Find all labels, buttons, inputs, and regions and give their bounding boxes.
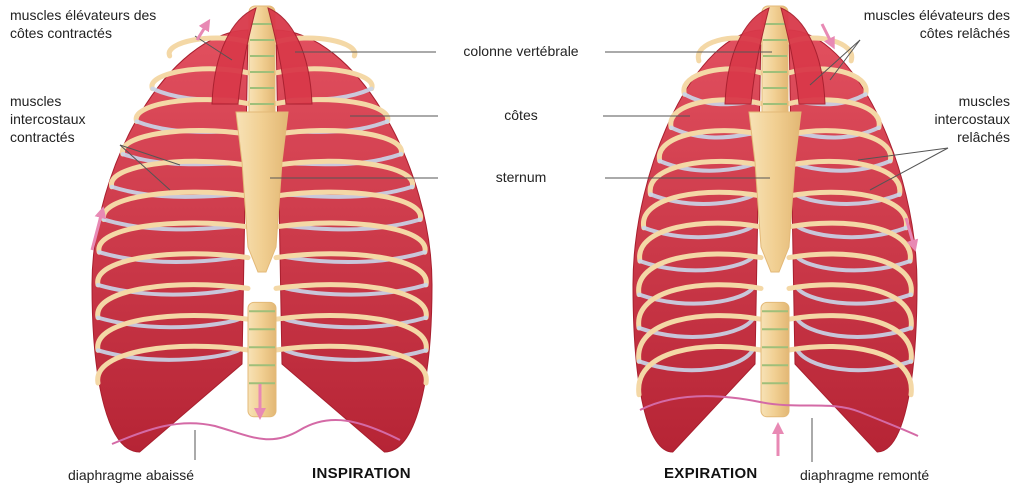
label-line: contractés xyxy=(10,128,85,146)
label-line: relâchés xyxy=(935,128,1010,146)
spine-lower xyxy=(761,302,789,416)
label-line: muscles xyxy=(10,92,85,110)
rib-cage-inspiration xyxy=(92,6,432,452)
rib-cage-expiration xyxy=(633,6,917,452)
label-line: intercostaux xyxy=(10,110,85,128)
caption-inspiration: INSPIRATION xyxy=(312,465,411,482)
label-line: muscles élévateurs des xyxy=(864,6,1010,24)
label-intercostal-relaxed: muscles intercostaux relâchés xyxy=(935,92,1010,146)
label-spine: colonne vertébrale xyxy=(438,42,604,60)
label-line: côtes relâchés xyxy=(864,24,1010,42)
spine-lower xyxy=(248,302,276,416)
label-diaphragm-raised: diaphragme remonté xyxy=(800,466,929,484)
caption-expiration: EXPIRATION xyxy=(664,465,758,482)
label-line: muscles élévateurs des xyxy=(10,6,156,24)
label-line: intercostaux xyxy=(935,110,1010,128)
label-diaphragm-lowered: diaphragme abaissé xyxy=(68,466,194,484)
label-line: muscles xyxy=(935,92,1010,110)
label-elevator-relaxed: muscles élévateurs des côtes relâchés xyxy=(864,6,1010,42)
label-line: côtes contractés xyxy=(10,24,156,42)
label-sternum: sternum xyxy=(438,168,604,186)
label-ribs: côtes xyxy=(438,106,604,124)
label-elevator-contracted: muscles élévateurs des côtes contractés xyxy=(10,6,156,42)
label-intercostal-contracted: muscles intercostaux contractés xyxy=(10,92,85,146)
